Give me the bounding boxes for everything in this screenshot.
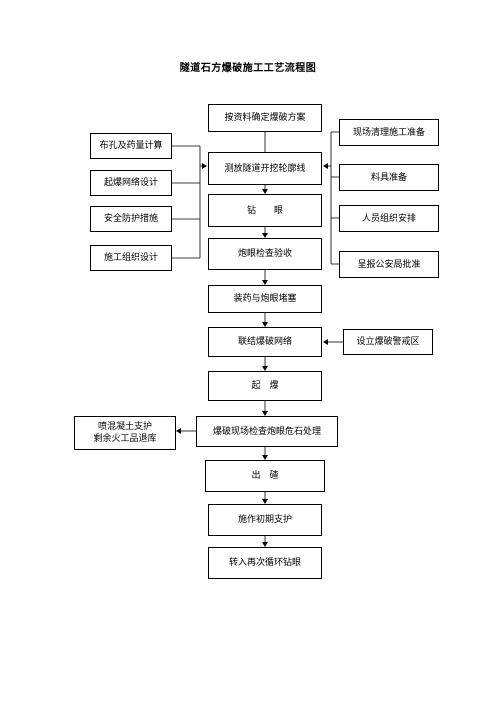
step-survey-contour: 测放隧道开挖轮廓线	[208, 152, 322, 185]
step-initial-support: 施作初期支护	[208, 504, 322, 536]
diagram-title: 隧道石方爆破施工工艺流程图	[179, 63, 317, 74]
step-detonation: 起 爆	[208, 371, 322, 401]
shotcrete-return-explosives: 喷混凝土支护 剩余火工品退库	[74, 416, 176, 450]
input-hole-layout-charge-calc: 布孔及药量计算	[90, 133, 172, 159]
input-materials-tools: 料具准备	[339, 164, 439, 191]
blast-warning-zone: 设立爆破警戒区	[343, 329, 433, 355]
input-construction-organization: 施工组织设计	[90, 245, 172, 271]
step-connect-network: 联结爆破网络	[208, 327, 322, 357]
step-hole-inspection: 炮眼检查验收	[208, 238, 322, 270]
input-detonation-network-design: 起爆网络设计	[90, 170, 172, 196]
input-safety-measures: 安全防护措施	[90, 206, 172, 232]
input-personnel-arrangement: 人员组织安排	[339, 205, 439, 232]
step-charging-stemming: 装药与炮眼堵塞	[208, 285, 322, 313]
step-post-blast-check: 爆破现场检查炮眼危石处理	[196, 416, 338, 447]
step-mucking: 出 碴	[205, 460, 325, 492]
input-site-preparation: 现场清理施工准备	[339, 119, 439, 146]
step-blast-plan: 按资料确定爆破方案	[208, 104, 322, 132]
step-drilling: 钻 眼	[208, 194, 322, 227]
input-police-approval: 呈报公安局批准	[339, 251, 439, 278]
step-next-cycle: 转入再次循环钻眼	[208, 547, 322, 579]
